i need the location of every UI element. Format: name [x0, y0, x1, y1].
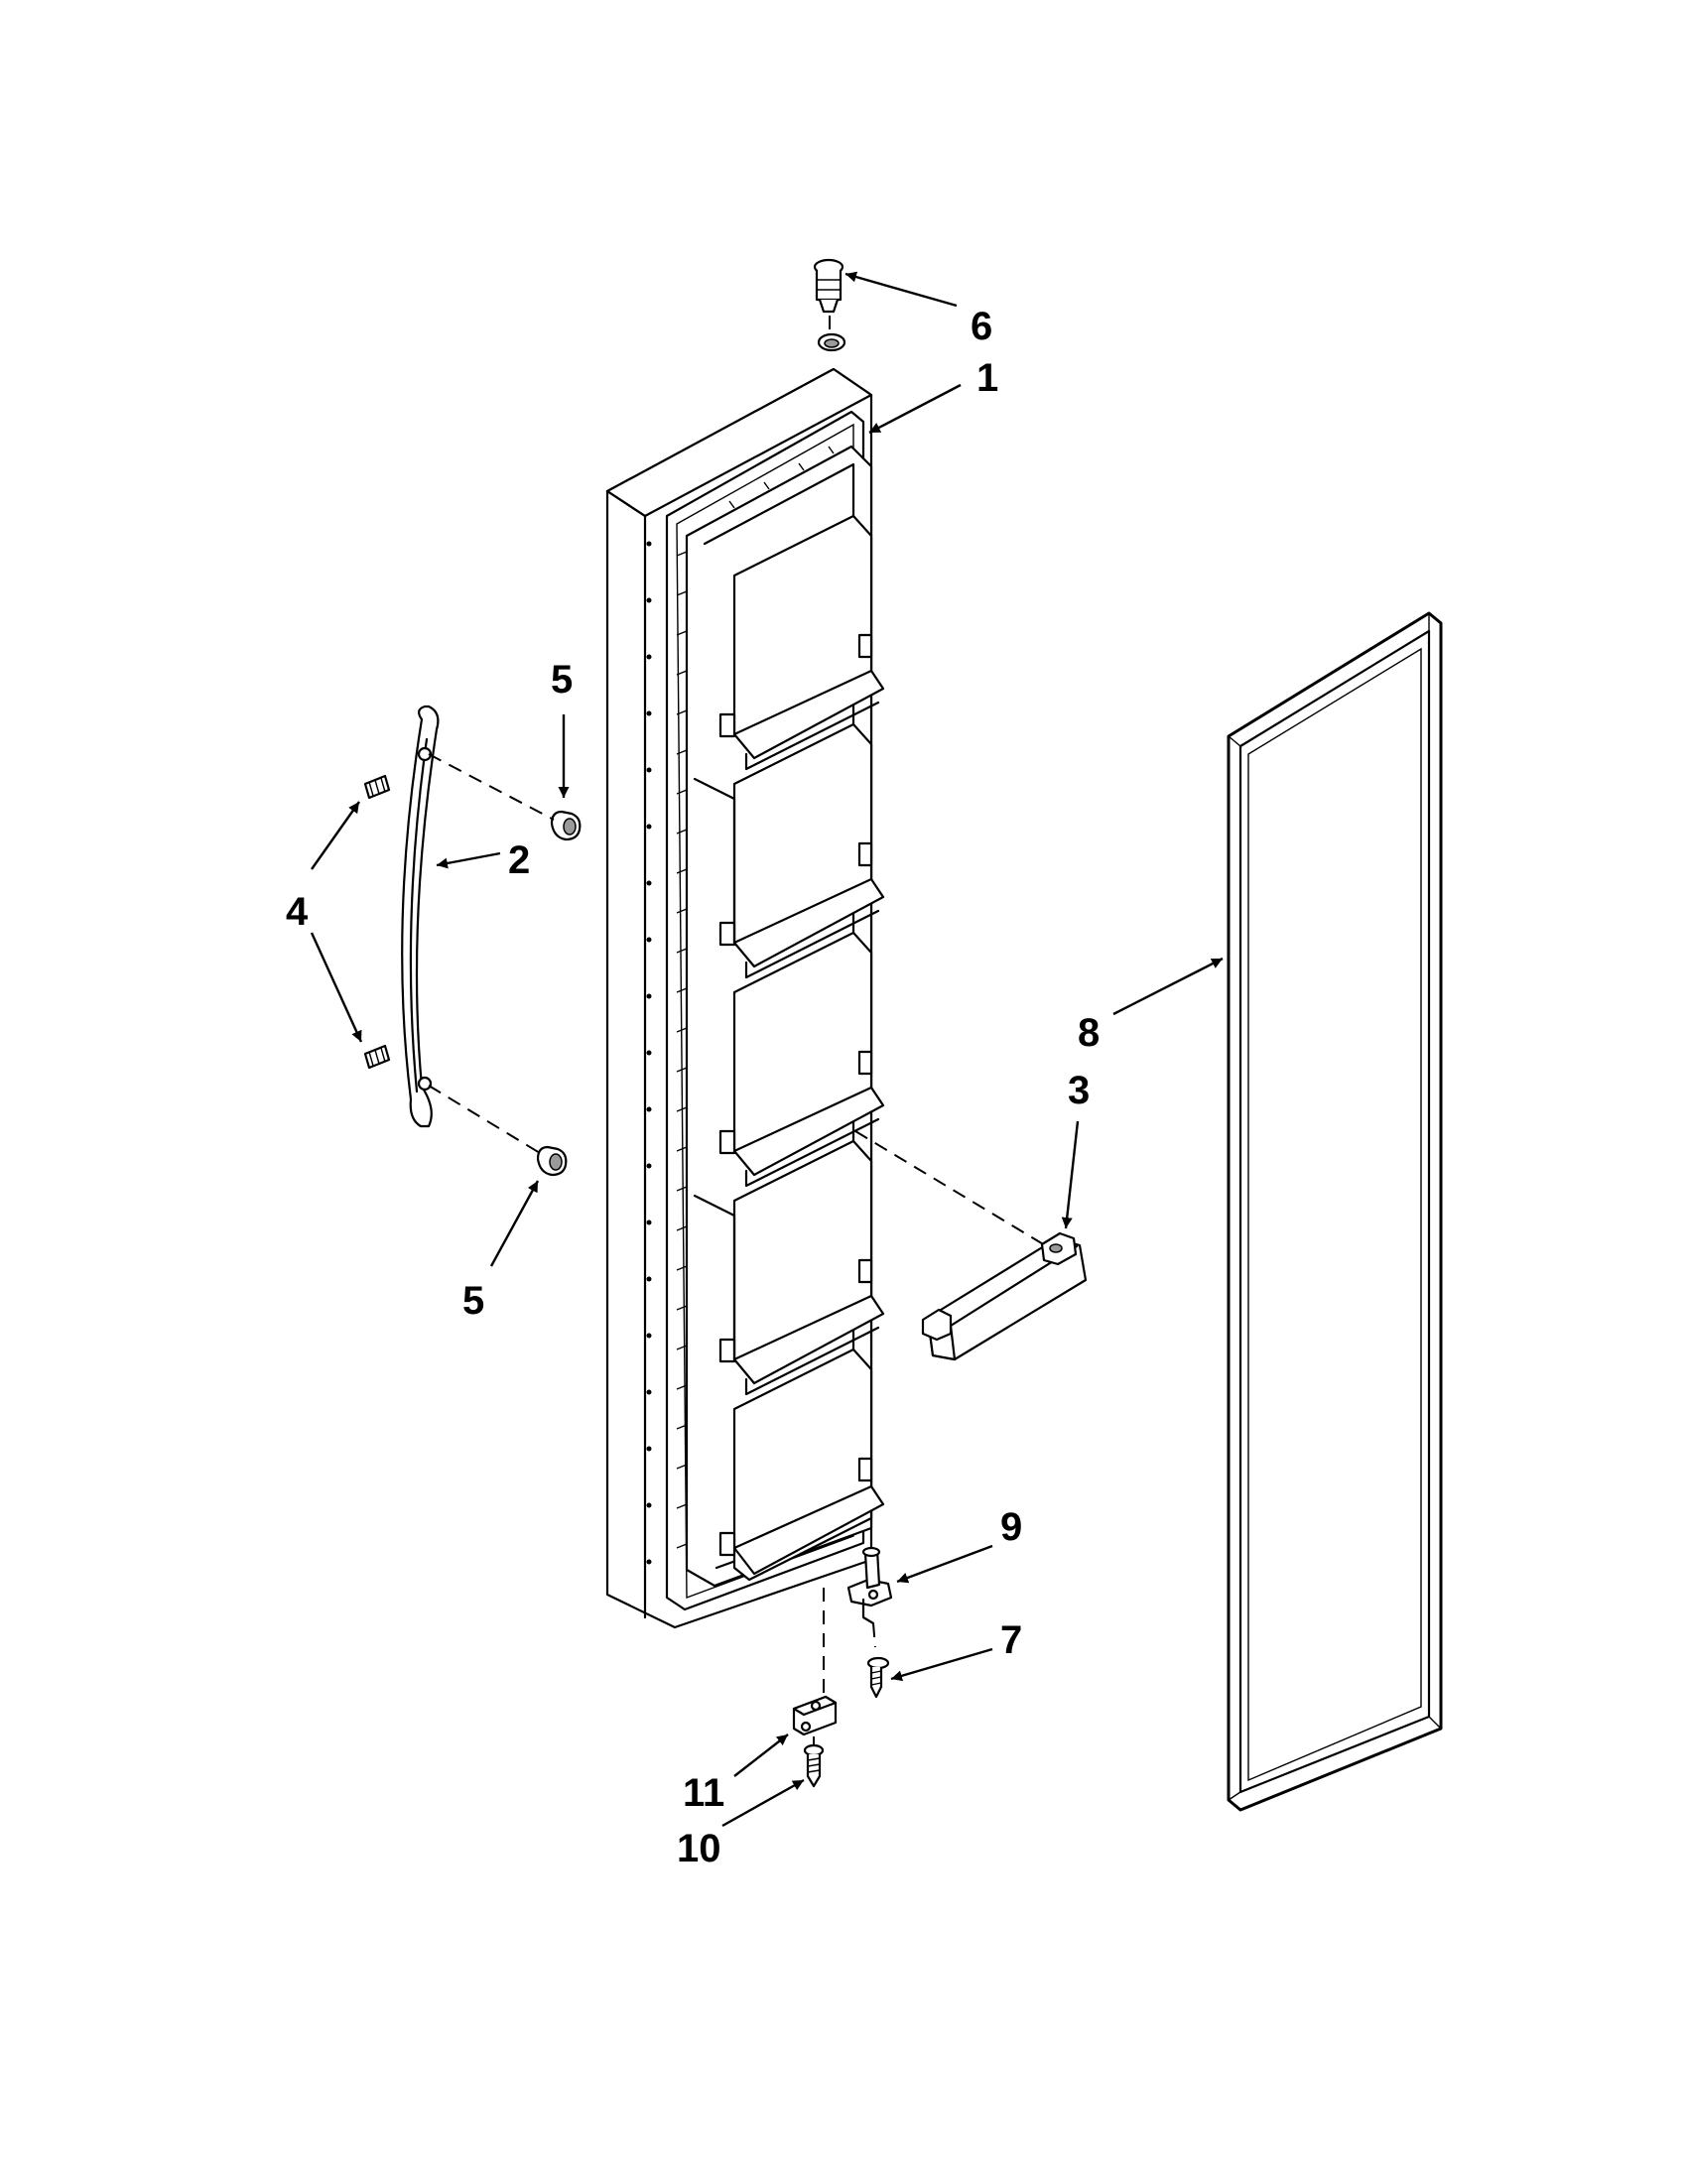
closure-screw [803, 1743, 825, 1788]
door-shelf-5 [718, 1348, 885, 1582]
handle-plug-bottom [536, 1145, 568, 1177]
callout-3: 3 [1068, 1069, 1090, 1112]
leader-lines [310, 271, 1224, 1828]
callout-8: 8 [1078, 1011, 1100, 1055]
callout-10: 10 [677, 1827, 721, 1870]
door-channel-hatch [676, 446, 835, 1549]
hinge-screw [866, 1656, 890, 1699]
setscrew-top [363, 774, 391, 800]
door-bin [921, 1231, 1088, 1361]
callout-9: 9 [1000, 1505, 1022, 1549]
callout-7: 7 [1000, 1618, 1022, 1662]
callout-labels: 6 1 5 2 4 8 3 5 9 7 11 10 [286, 305, 1100, 1870]
callout-5-top: 5 [551, 658, 573, 702]
door-shelf-3 [718, 931, 885, 1188]
door-edge-holes [646, 541, 652, 1565]
door-gasket [1227, 611, 1443, 1812]
callout-1: 1 [976, 356, 998, 400]
handle-plug-top [550, 810, 582, 841]
door-shelf-4 [693, 1139, 885, 1396]
bottom-hinge [846, 1546, 893, 1625]
setscrew-bottom [363, 1044, 391, 1070]
callout-6: 6 [971, 305, 992, 348]
callout-4: 4 [286, 890, 309, 934]
door-handle [401, 705, 440, 1128]
door-closure-block [792, 1695, 838, 1736]
door-shelf-2 [693, 722, 885, 979]
door-shelf-1 [718, 514, 885, 771]
callout-5-bottom: 5 [462, 1279, 484, 1323]
callout-2: 2 [508, 838, 530, 882]
freezer-door [605, 332, 885, 1629]
top-hinge-pin [813, 258, 844, 314]
callout-11: 11 [683, 1771, 724, 1815]
